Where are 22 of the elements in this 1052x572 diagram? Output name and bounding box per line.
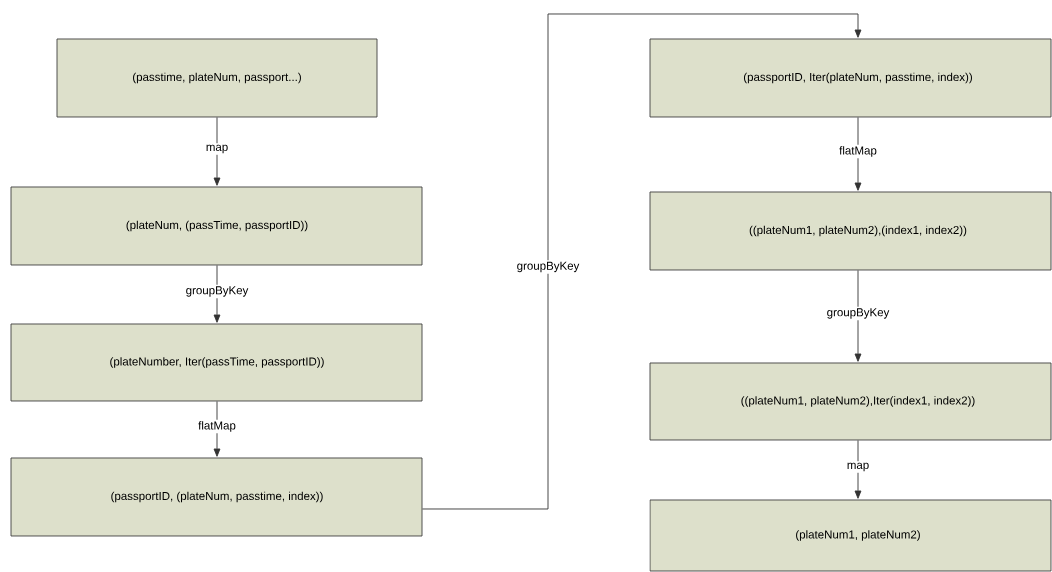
process-box: (plateNum, (passTime, passportID)) bbox=[10, 186, 423, 266]
arrow bbox=[854, 270, 862, 362]
arrow bbox=[854, 440, 862, 499]
edge-label: groupByKey bbox=[515, 260, 581, 274]
process-box: ((plateNum1, plateNum2),Iter(index1, index2)) bbox=[649, 362, 1052, 441]
arrow bbox=[213, 401, 221, 457]
edge-label: map bbox=[845, 461, 871, 473]
process-box: (plateNum1, plateNum2) bbox=[649, 499, 1052, 572]
arrow bbox=[213, 265, 221, 323]
process-box: (passportID, (plateNum, passtime, index)) bbox=[10, 457, 423, 537]
arrow bbox=[422, 13, 862, 510]
process-box: (plateNumber, Iter(passTime, passportID)) bbox=[10, 323, 423, 402]
edge-label: map bbox=[204, 143, 230, 155]
process-box: ((plateNum1, plateNum2),(index1, index2)) bbox=[649, 191, 1052, 271]
edge-label: groupByKey bbox=[825, 306, 891, 321]
edge-label: flatMap bbox=[837, 144, 879, 159]
edge-label: groupByKey bbox=[184, 284, 250, 299]
edge-label: flatMap bbox=[196, 419, 238, 434]
arrow bbox=[213, 117, 221, 186]
arrow bbox=[854, 117, 862, 191]
process-box: (passportID, Iter(plateNum, passtime, index)) bbox=[649, 38, 1052, 118]
process-box: (passtime, plateNum, passport...) bbox=[56, 38, 378, 118]
